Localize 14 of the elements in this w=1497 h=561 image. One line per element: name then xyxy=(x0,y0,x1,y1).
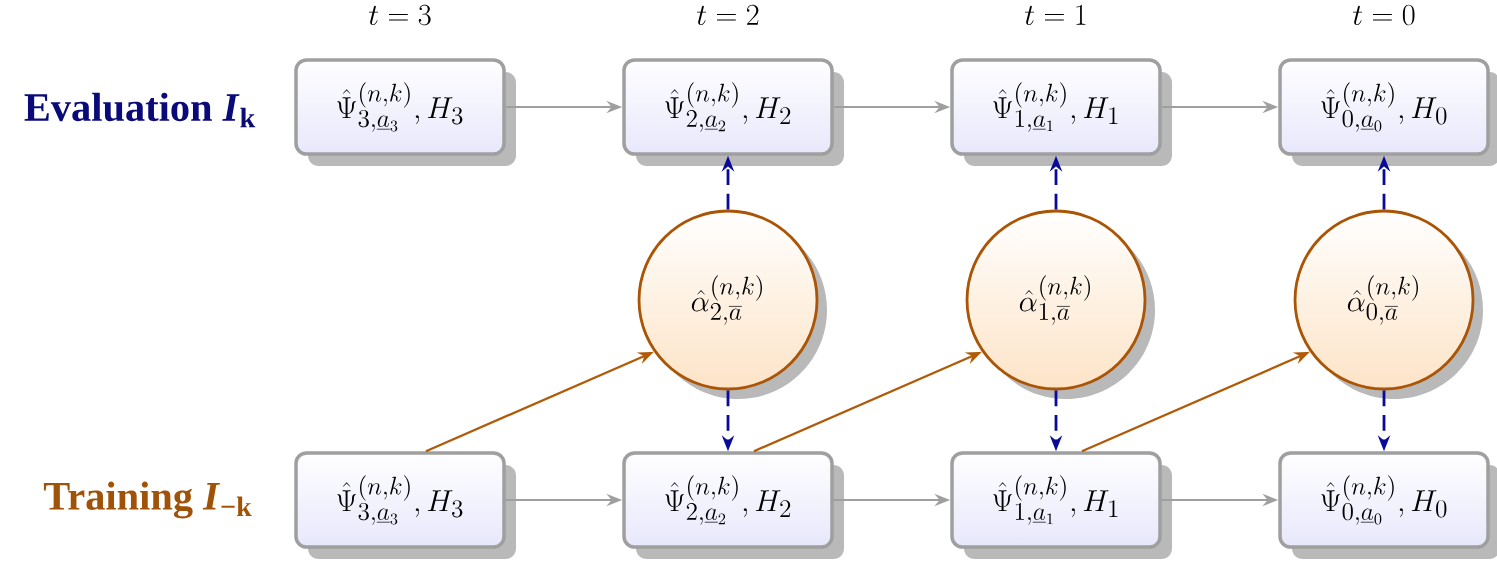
formula-box: $\hat{\Psi}^{(n,k)}_{1,\underline{a}_1}, H_1$ xyxy=(950,451,1172,559)
row-label: Training I$_{−k}$ xyxy=(43,481,252,519)
formula-box: $\hat{\Psi}^{(n,k)}_{2,\underline{a}_2}, H_2$ xyxy=(622,451,844,559)
row-label: Evaluation I$_{k}$ xyxy=(24,92,256,128)
time-label: $t = 2$ xyxy=(697,4,759,26)
formula-box: $\hat{\Psi}^{(n,k)}_{0,\underline{a}_0}, H_0$ xyxy=(1278,58,1497,166)
formula-box: $\hat{\Psi}^{(n,k)}_{3,\underline{a}_3}, H_3$ xyxy=(294,58,516,166)
time-label: $t = 3$ xyxy=(369,4,431,26)
formula-box: $\hat{\Psi}^{(n,k)}_{1,\underline{a}_1}, H_1$ xyxy=(950,58,1172,166)
formula-box: $\hat{\Psi}^{(n,k)}_{2,\underline{a}_2}, H_2$ xyxy=(622,58,844,166)
time-label: $t = 1$ xyxy=(1025,4,1086,26)
time-label: $t = 0$ xyxy=(1353,4,1415,26)
formula-box: $\hat{\Psi}^{(n,k)}_{0,\underline{a}_0}, H_0$ xyxy=(1278,451,1497,559)
formula-box: $\hat{\Psi}^{(n,k)}_{3,\underline{a}_3}, H_3$ xyxy=(294,451,516,559)
